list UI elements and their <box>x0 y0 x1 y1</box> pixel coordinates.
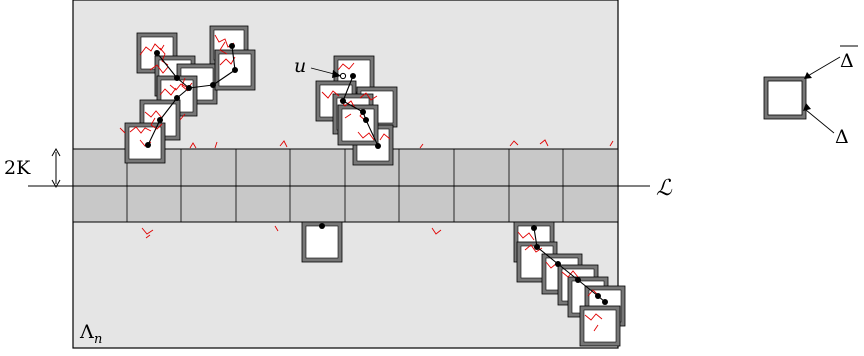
box-center-dot <box>360 109 366 115</box>
box-center-dot <box>375 143 381 149</box>
svg-text:Δ: Δ <box>840 50 854 72</box>
box <box>580 306 620 346</box>
legend-outer-label: Δ <box>840 46 858 72</box>
box-center-dot <box>534 244 540 250</box>
box-center-dot <box>174 95 180 101</box>
box <box>338 105 378 145</box>
box-center-dot <box>575 277 581 283</box>
legend-box <box>764 57 840 133</box>
box <box>125 123 165 163</box>
box-center-dot <box>229 43 235 49</box>
point-label: u <box>294 55 306 77</box>
box-center-dot <box>350 73 356 79</box>
box-center-dot <box>174 75 180 81</box>
strip-height-arrow <box>52 149 60 187</box>
box-center-dot <box>595 293 601 299</box>
box-center-dot <box>210 82 216 88</box>
box-center-dot <box>154 50 160 56</box>
box-center-dot <box>145 142 151 148</box>
strip-height-label: 2K <box>4 157 31 179</box>
box-center-dot <box>555 261 561 267</box>
region-label-sub: n <box>94 332 102 347</box>
box-center-dot <box>232 67 238 73</box>
box-center-dot <box>531 225 537 231</box>
legend-inner-label: Δ <box>835 126 849 148</box>
box-center-dot <box>186 85 192 91</box>
box-center-dot <box>363 117 369 123</box>
box-center-dot <box>157 117 163 123</box>
region-label: Λ <box>79 321 94 343</box>
box-center-dot <box>602 299 608 305</box>
line-label: ℒ <box>656 176 673 201</box>
box-center-dot <box>319 223 325 229</box>
box-center-dot <box>340 98 346 104</box>
